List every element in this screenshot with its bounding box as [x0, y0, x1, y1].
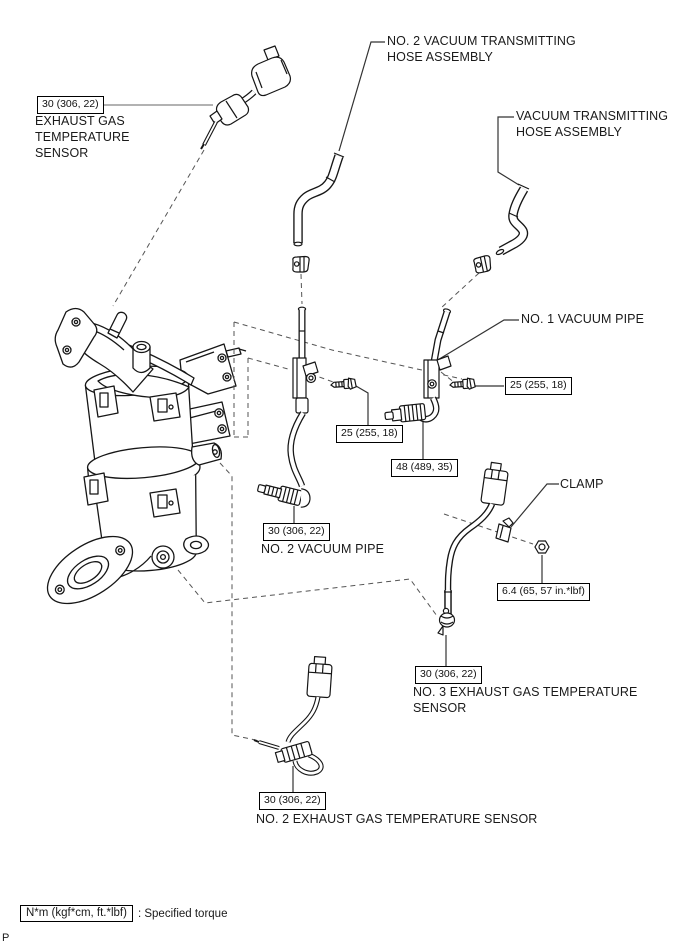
- exhaust-gas-temperature-sensor: [200, 45, 292, 150]
- label-vacuum-transmitting-hose: VACUUM TRANSMITTING HOSE ASSEMBLY: [516, 109, 669, 139]
- torque-box-no1-pipe-union: 48 (489, 35): [391, 459, 458, 478]
- torque-legend-box: N*m (kgf*cm, ft.*lbf): [20, 905, 133, 922]
- label-no2-vacuum-transmitting-hose: NO. 2 VACUUM TRANSMITTING HOSE ASSEMBLY: [387, 34, 576, 64]
- hose-clip-icon: [292, 255, 310, 273]
- union-bolt-icon: [330, 377, 357, 392]
- torque-box-no2-pipe-bolt: 25 (255, 18): [336, 425, 403, 444]
- catalytic-converter: [46, 307, 247, 605]
- hose-clip-icon: [472, 254, 494, 275]
- no1-vacuum-pipe: [384, 308, 452, 423]
- label-clamp: CLAMP: [560, 477, 604, 491]
- torque-box-no2-egt-sensor: 30 (306, 22): [259, 792, 326, 811]
- no2-vacuum-pipe: [257, 306, 319, 508]
- torque-box-no2-pipe-union: 30 (306, 22): [263, 523, 330, 542]
- page-marker: P: [2, 932, 10, 944]
- torque-legend-text: : Specified torque: [137, 907, 228, 920]
- label-exhaust-gas-temperature-sensor: EXHAUST GAS TEMPERATURE SENSOR: [35, 114, 130, 160]
- label-no2-exhaust-gas-temperature-sensor: NO. 2 EXHAUST GAS TEMPERATURE SENSOR: [256, 812, 538, 826]
- label-no3-exhaust-gas-temperature-sensor: NO. 3 EXHAUST GAS TEMPERATURE SENSOR: [413, 685, 638, 715]
- torque-legend: N*m (kgf*cm, ft.*lbf) : Specified torque: [20, 905, 227, 922]
- union-bolt-icon: [449, 377, 476, 392]
- torque-box-egt-sensor: 30 (306, 22): [37, 96, 104, 115]
- label-no2-vacuum-pipe: NO. 2 VACUUM PIPE: [261, 542, 385, 556]
- vacuum-transmitting-hose: [495, 183, 530, 256]
- torque-box-no1-pipe-bolt: 25 (255, 18): [505, 377, 572, 396]
- no3-exhaust-gas-temperature-sensor: [437, 461, 509, 636]
- no2-vacuum-transmitting-hose: [293, 152, 345, 247]
- torque-box-clamp-nut: 6.4 (65, 57 in.*lbf): [497, 583, 590, 602]
- torque-box-no3-egt-sensor: 30 (306, 22): [415, 666, 482, 685]
- pipe-clamp: [495, 517, 514, 543]
- label-no1-vacuum-pipe: NO. 1 VACUUM PIPE: [521, 312, 645, 326]
- no2-exhaust-gas-temperature-sensor: [253, 655, 333, 776]
- projection-dashed-lines: [112, 149, 534, 742]
- leader-lines: [103, 41, 559, 793]
- clamp-nut: [534, 540, 550, 554]
